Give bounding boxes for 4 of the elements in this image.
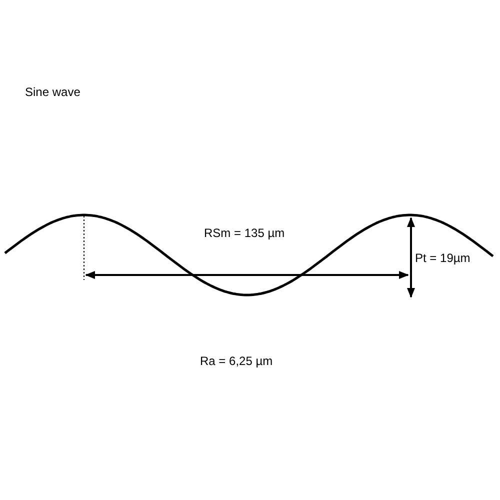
dimension-label: Pt = 19µm: [415, 251, 470, 265]
title: Sine wave: [25, 85, 80, 99]
dimension-label: RSm = 135 µm: [204, 226, 285, 240]
measurement-label: Ra = 6,25 µm: [200, 354, 273, 368]
